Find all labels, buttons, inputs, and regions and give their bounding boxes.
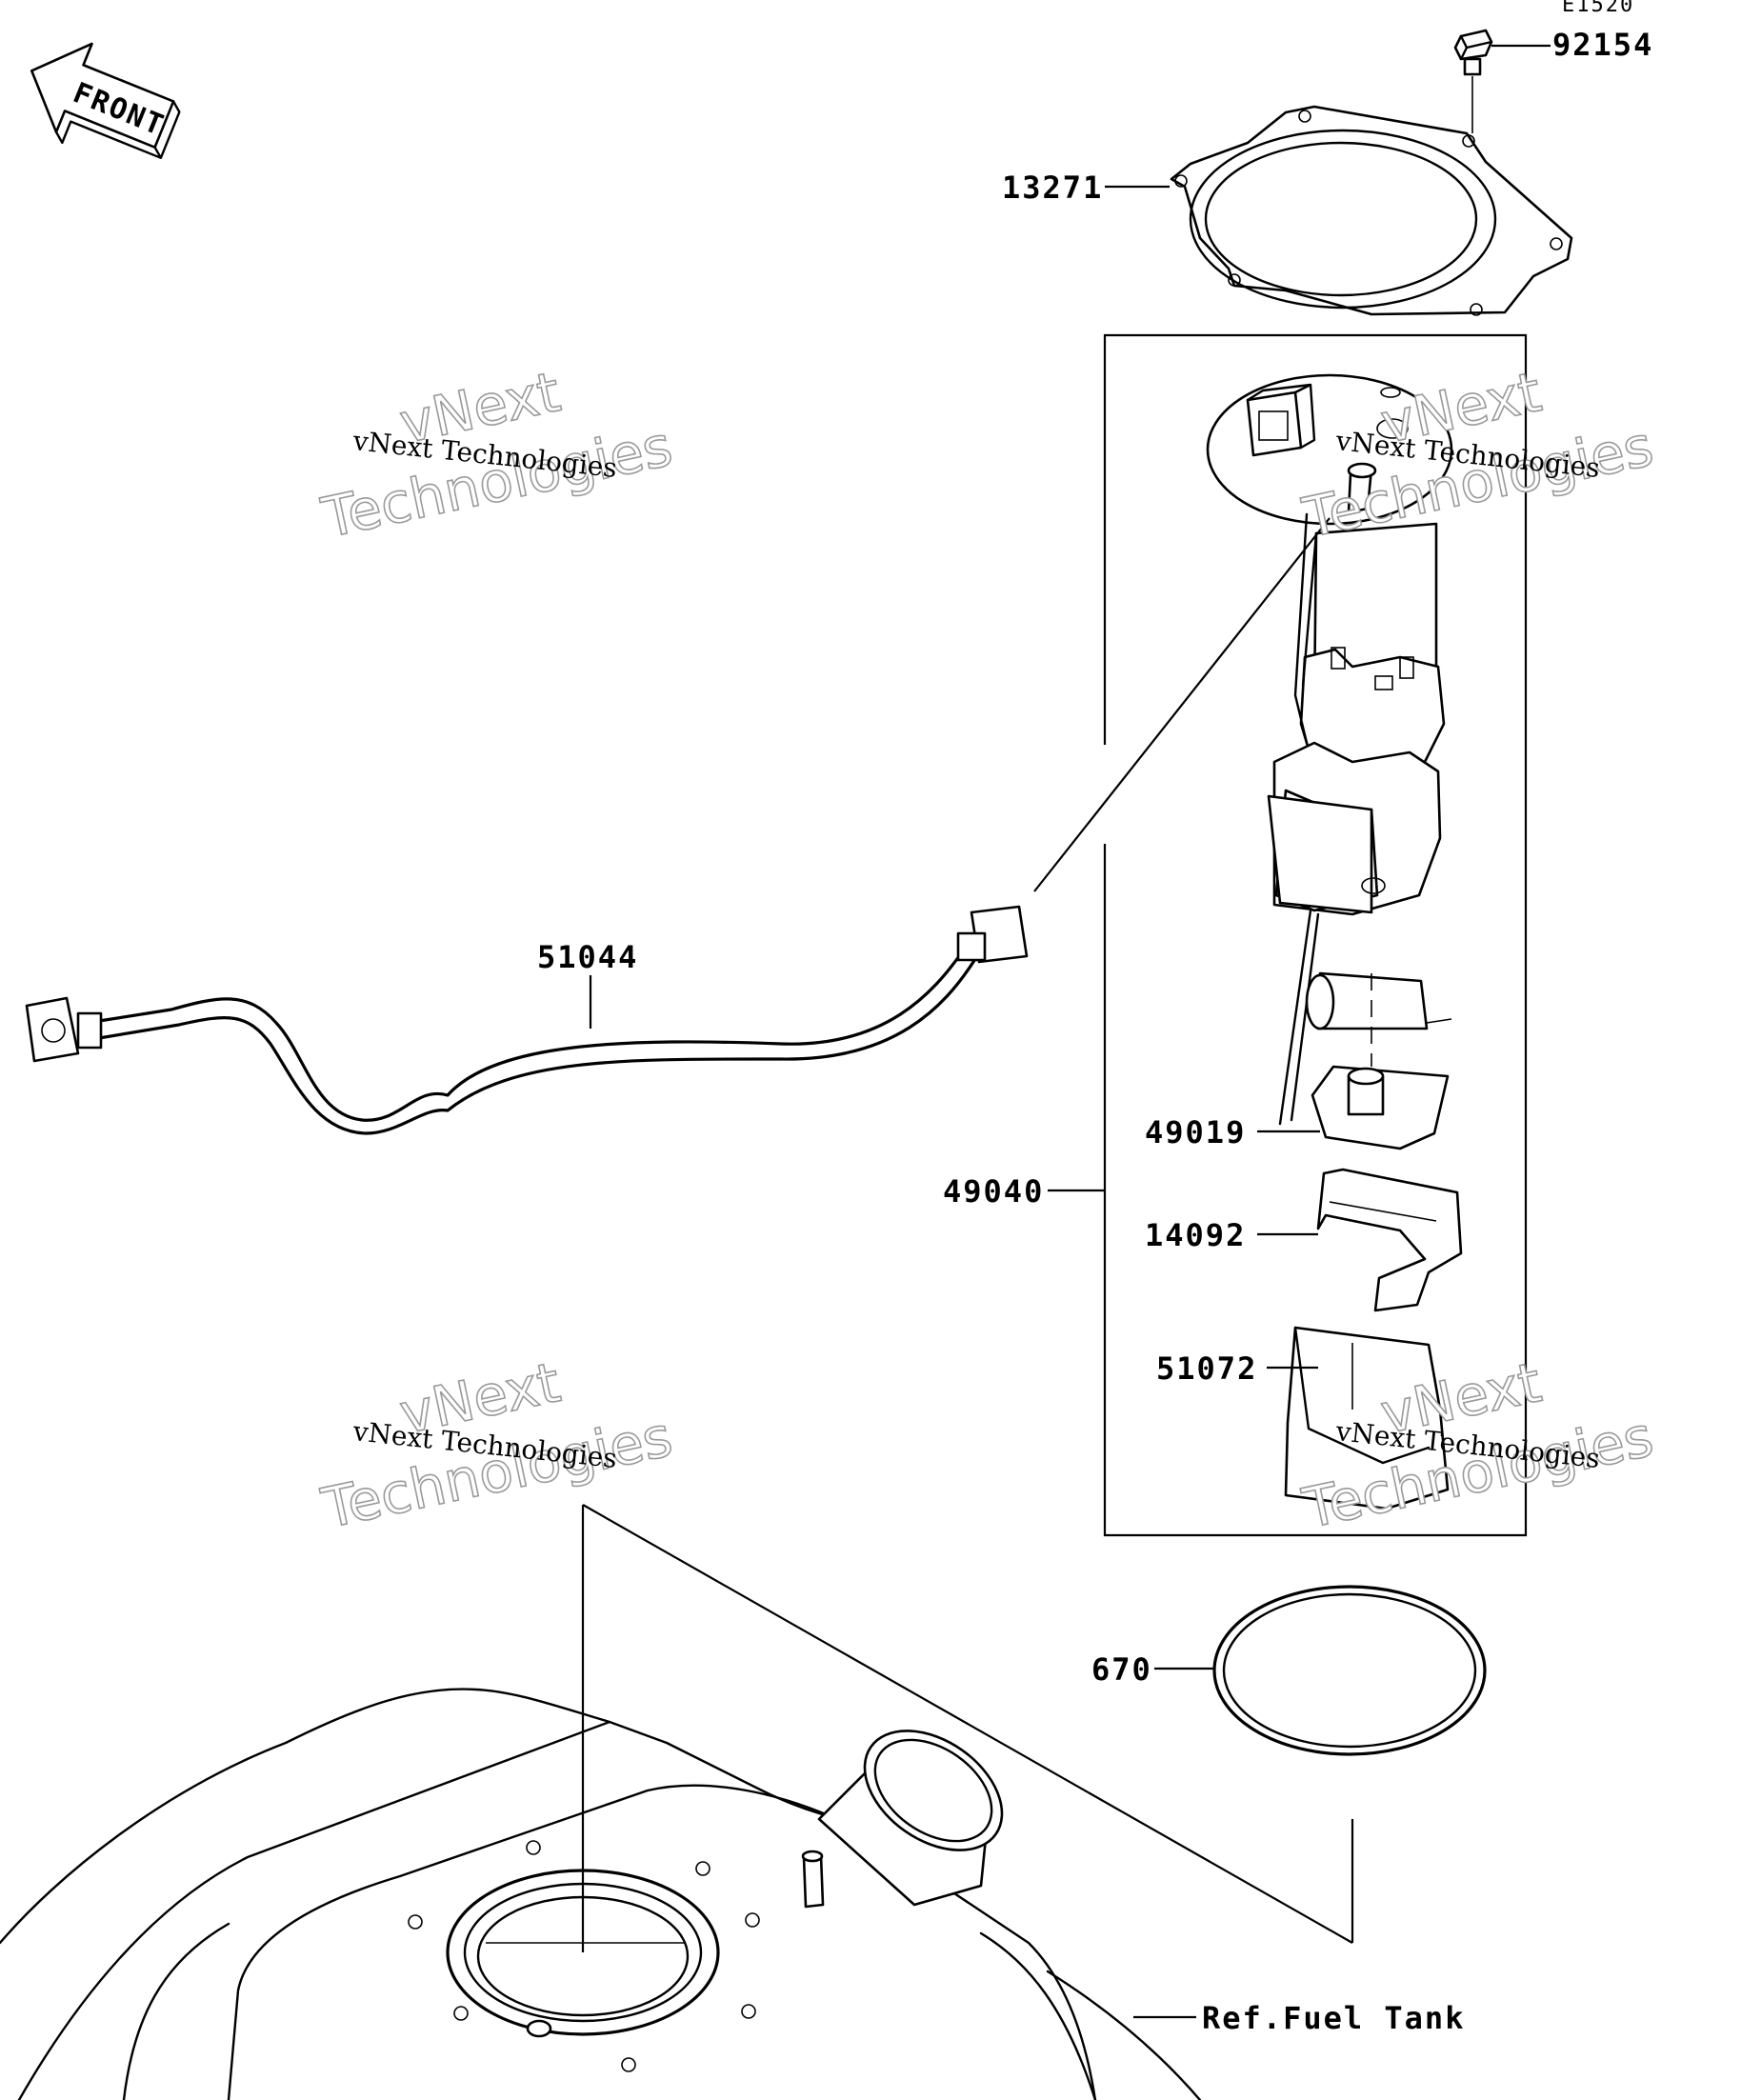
fuel-pump-part (1206, 373, 1453, 1126)
part-label-49019: 49019 (1145, 1114, 1246, 1150)
fuel-tank-part (0, 1504, 1354, 2100)
part-label-92154: 92154 (1552, 27, 1653, 63)
harness-part (25, 517, 1331, 1135)
part-label-51072: 51072 (1156, 1350, 1257, 1387)
cover-part (1267, 1326, 1450, 1510)
o-ring-part (1154, 1585, 1487, 1756)
part-label-51044: 51044 (537, 939, 638, 975)
part-label-670: 670 (1091, 1651, 1152, 1688)
bracket-part (1257, 1168, 1463, 1312)
assembly-bracket (1103, 333, 1528, 1537)
part-label-14092: 14092 (1145, 1217, 1246, 1253)
front-arrow-icon: FRONT (30, 42, 181, 160)
gasket-plate-part (1105, 105, 1573, 316)
filter-part (1257, 1065, 1450, 1150)
diagram-code: E1520 (1562, 0, 1634, 17)
reference-label: Ref.Fuel Tank (1202, 2000, 1465, 2036)
part-label-13271: 13271 (1002, 170, 1103, 206)
bolt-part (1453, 29, 1551, 133)
part-label-49040: 49040 (943, 1173, 1044, 1210)
